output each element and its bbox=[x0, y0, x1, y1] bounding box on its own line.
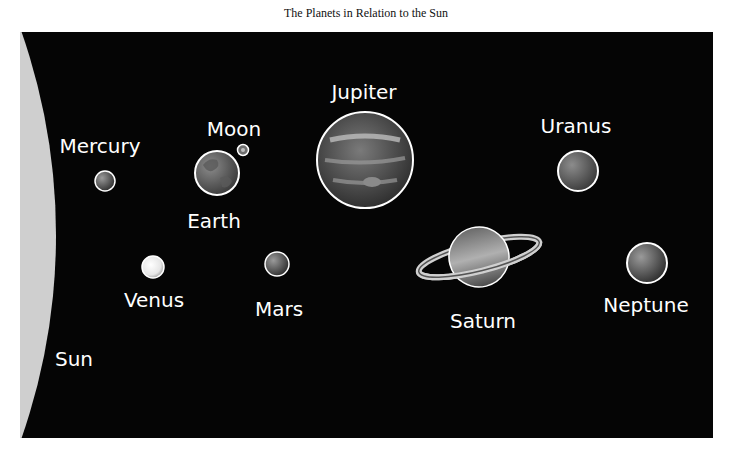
planet-label: Jupiter bbox=[331, 80, 396, 104]
planet-label: Mars bbox=[255, 297, 303, 321]
uranus-planet bbox=[558, 151, 598, 191]
planet-label: Uranus bbox=[541, 114, 612, 138]
neptune-planet bbox=[627, 243, 667, 283]
mercury-planet bbox=[95, 171, 115, 191]
moon bbox=[238, 145, 249, 156]
space-background bbox=[20, 32, 713, 438]
earth-planet bbox=[195, 151, 239, 195]
planet-label: Moon bbox=[207, 117, 261, 141]
planet-label: Sun bbox=[55, 347, 93, 371]
planet-label: Mercury bbox=[59, 134, 140, 158]
mars-planet bbox=[265, 252, 289, 276]
planet-label: Saturn bbox=[450, 309, 516, 333]
planet-label: Neptune bbox=[603, 293, 688, 317]
planet-label: Venus bbox=[124, 288, 184, 312]
saturn-planet bbox=[412, 213, 547, 301]
planet-label: Earth bbox=[187, 209, 241, 233]
venus-planet bbox=[142, 256, 164, 278]
diagram-title: The Planets in Relation to the Sun bbox=[284, 6, 448, 20]
sun-disc bbox=[20, 32, 56, 438]
jupiter-planet bbox=[317, 112, 413, 208]
